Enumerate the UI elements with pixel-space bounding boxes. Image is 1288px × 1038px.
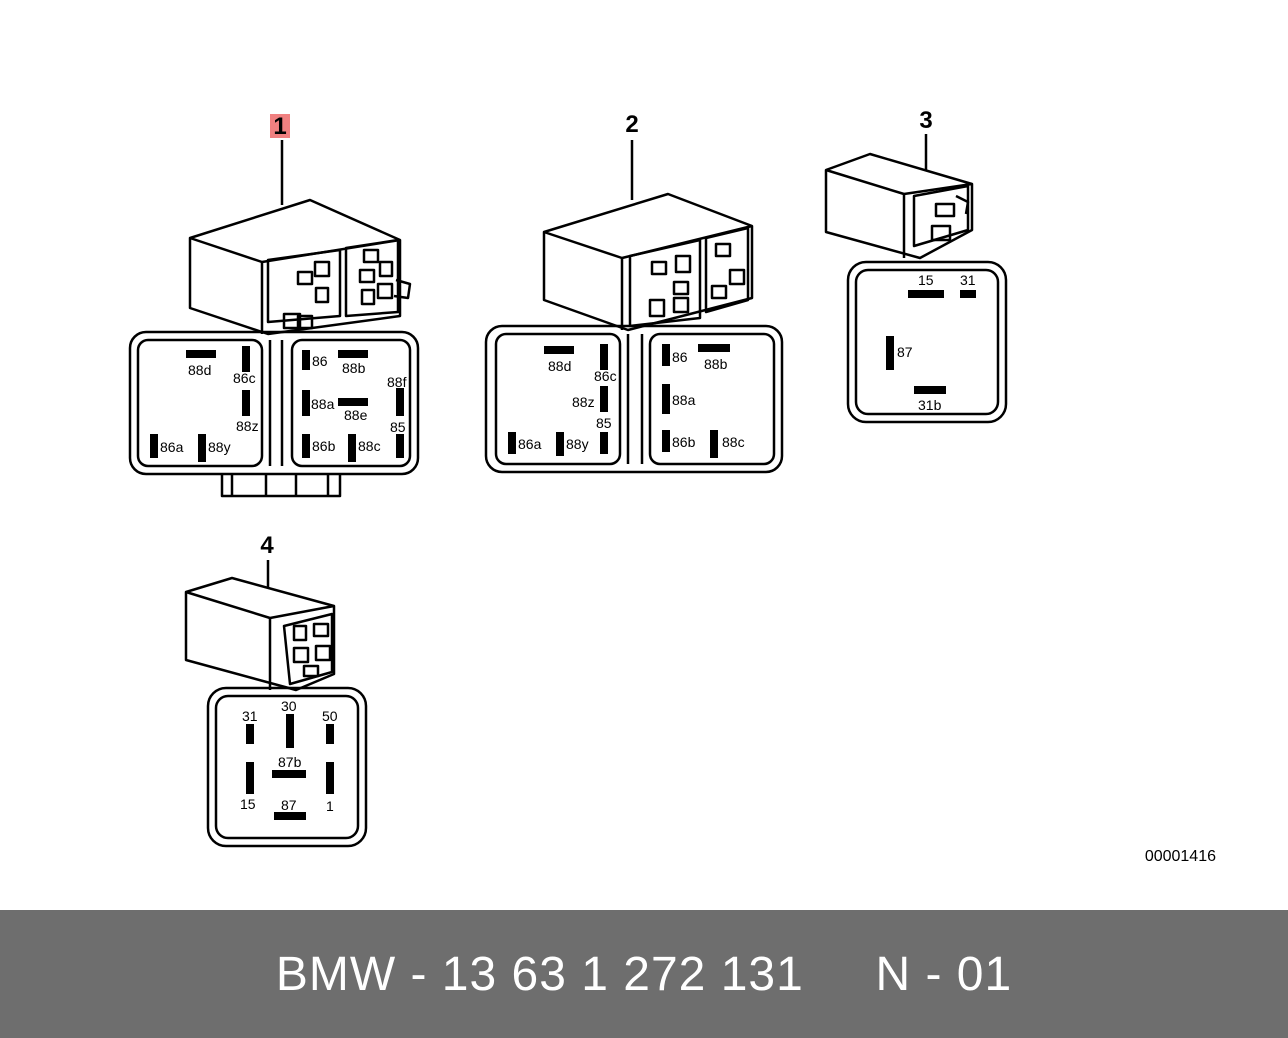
item-2-pin-label: 86b	[672, 434, 696, 450]
item-2-pin-label: 88y	[566, 436, 589, 452]
item-1-pin-label: 88y	[208, 439, 231, 455]
item-1-pin-label: 86	[312, 353, 328, 369]
item-3-pin-label: 15	[918, 272, 934, 288]
item-2-pin-label: 88z	[572, 394, 595, 410]
callout-3: 3	[919, 107, 932, 134]
item-2-pin-label: 88d	[548, 358, 571, 374]
item-1-pin-label: 88a	[311, 396, 335, 412]
item-4-pin-label: 87b	[278, 754, 302, 770]
item-1-pin-label: 85	[390, 419, 406, 435]
item-1-pin-label: 86c	[233, 370, 256, 386]
item-4-pin-label: 50	[322, 708, 338, 724]
item-3-relay[interactable]	[824, 134, 1008, 424]
item-2-pin-label: 86a	[518, 436, 542, 452]
item-4-pin-label: 30	[281, 698, 297, 714]
item-1-pin-label: 88e	[344, 407, 368, 423]
item-2-pin-label: 88a	[672, 392, 696, 408]
item-1-relay[interactable]	[128, 114, 420, 498]
item-2-pin-label: 88c	[722, 434, 745, 450]
callout-4: 4	[260, 532, 274, 559]
callout-1-highlight	[270, 114, 290, 138]
item-2-relay[interactable]	[484, 140, 784, 474]
part-number-text: BMW - 13 63 1 272 131 N - 01	[275, 947, 1013, 1001]
callout-2: 2	[625, 111, 638, 138]
item-4-pin-label: 1	[326, 798, 334, 814]
item-1-pin-label: 88c	[358, 438, 381, 454]
part-number-bar: BMW - 13 63 1 272 131 N - 01	[0, 910, 1288, 1038]
item-3-pin-label: 87	[897, 344, 913, 360]
callout-1: 1	[273, 113, 286, 140]
item-1-pin-label: 86a	[160, 439, 184, 455]
item-4-pin-label: 87	[281, 797, 297, 813]
item-2-pin-label: 86c	[594, 368, 617, 384]
item-1-pin-label: 88f	[387, 374, 407, 390]
diagram-code: 00001416	[1144, 848, 1216, 865]
item-1-pin-label: 88b	[342, 360, 366, 376]
item-1-pin-label: 88d	[188, 362, 211, 378]
item-4-relay[interactable]	[184, 560, 368, 848]
item-4-pin-label: 31	[242, 708, 258, 724]
item-2-pin-label: 88b	[704, 356, 728, 372]
item-1-pin-diagram	[128, 330, 420, 476]
item-1-pin-label: 88z	[236, 418, 259, 434]
item-1-pin-label: 86b	[312, 438, 336, 454]
item-4-pin-label: 15	[240, 796, 256, 812]
item-3-pin-label: 31	[960, 272, 976, 288]
item-2-pin-label: 86	[672, 349, 688, 365]
item-2-pin-label: 85	[596, 415, 612, 431]
item-3-pin-label: 31b	[918, 397, 942, 413]
relay-parts-diagram: 1 2 3 4 88d 86c 88z 86a 88y 86 88b 88f 8…	[128, 107, 1008, 848]
